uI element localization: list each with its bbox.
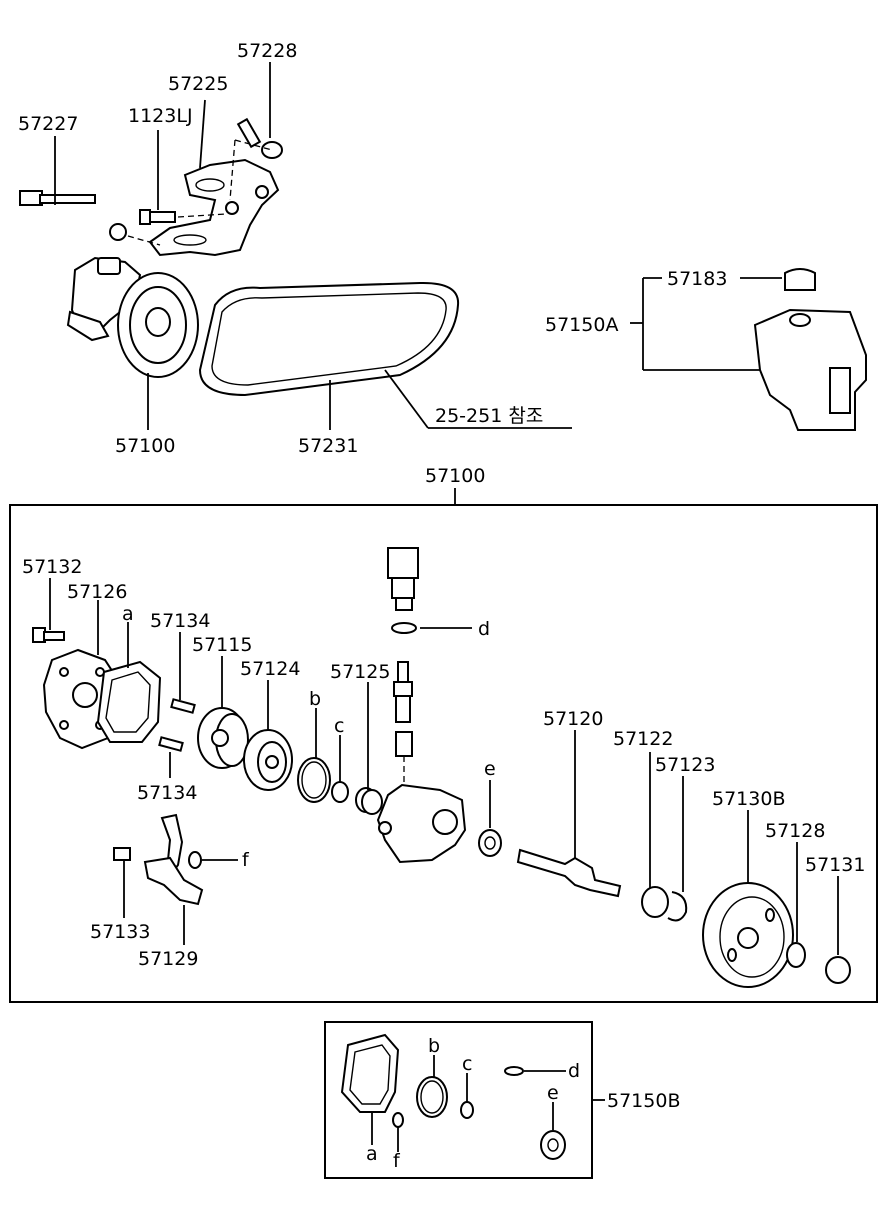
label-d-top: d (478, 618, 490, 640)
pump-exploded-box (9, 504, 878, 1003)
label-57183: 57183 (667, 268, 727, 290)
label-57124: 57124 (240, 658, 300, 680)
bolt-57133 (113, 847, 131, 918)
label-57100-box: 57100 (425, 465, 485, 487)
spring-57125 (355, 682, 383, 815)
label-25-251-ref: 25-251 참조 (435, 405, 543, 427)
label-f-kit: f (393, 1150, 401, 1172)
belt-57231 (198, 281, 572, 430)
label-57150A: 57150A (545, 314, 618, 336)
kit-washer-d (504, 1066, 566, 1076)
kit-o-ring-c (460, 1073, 474, 1119)
rotor-57124 (243, 680, 293, 791)
label-57150B: 57150B (607, 1090, 680, 1112)
o-ring-c (331, 735, 349, 803)
bolt-57132 (32, 578, 65, 643)
label-57130B: 57130B (712, 788, 785, 810)
label-a-top: a (122, 603, 134, 625)
snap-ring-57123 (667, 776, 688, 922)
label-57123: 57123 (655, 754, 715, 776)
label-57122: 57122 (613, 728, 673, 750)
label-e-top: e (484, 758, 496, 780)
label-a-kit: a (366, 1143, 378, 1165)
label-c-top: c (334, 715, 344, 737)
label-57134-bottom: 57134 (137, 782, 197, 804)
kit-seal-e (540, 1102, 566, 1160)
label-57131: 57131 (805, 854, 865, 876)
label-57227: 57227 (18, 113, 78, 135)
cam-ring-57115 (197, 656, 249, 769)
kit-gasket-a (340, 1033, 400, 1145)
gasket-a (96, 622, 162, 743)
pin-57134-bottom (158, 736, 184, 778)
label-57120: 57120 (543, 708, 603, 730)
label-57128: 57128 (765, 820, 825, 842)
bolt-57228 (236, 62, 283, 159)
nut-57131 (825, 876, 851, 984)
label-57100-top: 57100 (115, 435, 175, 457)
pin-57134-top (170, 632, 196, 714)
kit-o-ring-b (416, 1055, 448, 1118)
pulley-57130B (702, 810, 794, 988)
label-57126: 57126 (67, 581, 127, 603)
label-1123LJ: 1123LJ (128, 105, 193, 127)
label-57228: 57228 (237, 40, 297, 62)
valve-spool (393, 661, 413, 782)
label-57133: 57133 (90, 921, 150, 943)
label-57132: 57132 (22, 556, 82, 578)
washer-57122 (641, 752, 669, 918)
label-57225: 57225 (168, 73, 228, 95)
label-b-kit: b (428, 1035, 440, 1057)
shaft-57120 (516, 730, 622, 898)
fitting-top (387, 547, 419, 611)
bolt-57227 (19, 136, 161, 246)
label-f-top: f (242, 849, 250, 871)
bracket-57129 (143, 813, 204, 945)
pump-body (376, 783, 467, 864)
bracket-57225 (148, 99, 280, 257)
washer-d-top (391, 622, 472, 634)
pump-57100-top (66, 256, 199, 430)
label-57134-top: 57134 (150, 610, 210, 632)
washer-57128 (786, 842, 806, 968)
reservoir-57150A (630, 268, 867, 431)
seal-e (478, 780, 502, 857)
bolt-1123LJ (139, 130, 227, 225)
kit-o-ring-f (392, 1112, 404, 1152)
label-d-kit: d (568, 1060, 580, 1082)
label-b-top: b (309, 688, 321, 710)
o-ring-f-top (188, 851, 238, 869)
label-57129: 57129 (138, 948, 198, 970)
label-e-kit: e (547, 1082, 559, 1104)
label-57125: 57125 (330, 661, 390, 683)
label-57231: 57231 (298, 435, 358, 457)
label-c-kit: c (462, 1053, 472, 1075)
o-ring-b (297, 708, 331, 803)
label-57115: 57115 (192, 634, 252, 656)
